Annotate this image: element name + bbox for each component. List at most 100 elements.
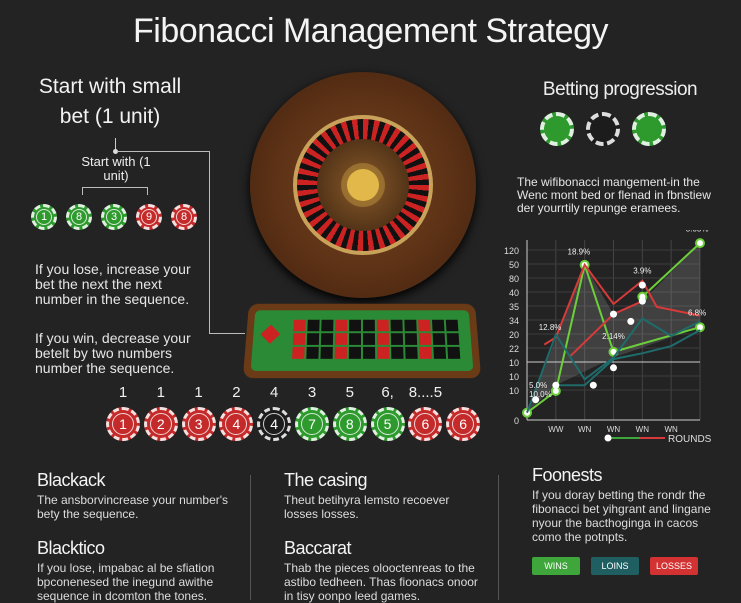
chip: 4: [257, 407, 292, 441]
chip-label: 9: [141, 209, 157, 225]
chip-label: 7: [300, 413, 323, 435]
table-cell: [362, 333, 376, 345]
connector-dot: [113, 149, 118, 154]
chip: 8: [332, 407, 367, 441]
table-cell: [321, 319, 334, 332]
connector-line: [115, 138, 116, 151]
x-tick-label: WN: [578, 425, 592, 434]
table-cell: [348, 346, 361, 359]
table-cell: [306, 333, 320, 345]
table-cell: [349, 319, 362, 332]
data-label: 6.8%: [688, 309, 706, 318]
data-marker: [610, 364, 617, 372]
sequence-number: 5: [345, 384, 354, 401]
y-tick-label: 10: [509, 372, 519, 382]
sequence-number: 1: [118, 384, 128, 401]
legend-marker: [604, 434, 612, 442]
y-tick-label: 80: [509, 274, 519, 284]
chip-label: 8: [176, 209, 192, 225]
data-marker: [638, 297, 646, 305]
data-marker: [610, 310, 617, 318]
divider: [498, 475, 499, 600]
table-cell: [376, 319, 389, 332]
roulette-table: [242, 303, 482, 379]
data-marker: [552, 381, 560, 389]
y-tick-label: 10: [509, 358, 519, 368]
section-title: The casing: [284, 470, 368, 490]
section-title: Blackack: [37, 470, 106, 490]
table-cell: [418, 333, 432, 345]
chip: 2: [143, 407, 178, 441]
progression-description: The wifibonacci mangement-in the Wenc mo…: [517, 175, 711, 215]
section-text: Theut betihyra lemsto recoever losses lo…: [284, 493, 450, 521]
table-cell: [306, 346, 319, 359]
table-cell: [334, 346, 347, 359]
series-line: [543, 262, 701, 346]
chip: 1: [106, 407, 140, 441]
x-tick-label: WN: [665, 425, 679, 434]
chip-label: 1: [36, 209, 52, 225]
sequence-number: 1: [156, 384, 165, 401]
chip-label: 1: [112, 413, 134, 435]
sequence-number: 4: [270, 384, 279, 401]
y-tick-label: 20: [509, 330, 519, 340]
progression-heading: Betting progression: [542, 79, 698, 100]
chip: 8: [66, 204, 92, 230]
chip: 1: [31, 204, 57, 230]
table-cell: [404, 333, 418, 345]
y-tick-label: 40: [509, 288, 519, 298]
data-label: 12.8%: [539, 323, 562, 332]
chip-icon: [540, 112, 574, 146]
sequence-number: 3: [307, 384, 317, 401]
section-text: Thab the pieces olooctenreas to the asti…: [284, 561, 478, 603]
sub-heading: Start with (1 unit): [81, 154, 151, 183]
wheel-hub: [347, 169, 379, 201]
divider: [250, 475, 251, 600]
y-tick-label: 0: [514, 416, 519, 426]
data-label: 5.05%: [686, 230, 709, 234]
table-cell: [405, 346, 418, 359]
lose-rule: If you lose, increase your bet the next …: [35, 261, 191, 307]
data-marker: [627, 317, 635, 325]
x-tick-label: WN: [636, 425, 650, 434]
chip: 4: [219, 407, 254, 441]
chip: 3: [101, 204, 127, 230]
chip-label: 4: [263, 413, 286, 435]
table-cell: [404, 319, 417, 332]
data-label: 10.0%: [529, 390, 552, 399]
chip-icon: [586, 112, 620, 146]
table-cell: [307, 319, 320, 332]
table-cell: [334, 333, 348, 345]
y-tick-label: 35: [509, 302, 519, 312]
y-tick-label: 50: [509, 260, 519, 270]
section-text: If you lose, impabac al be sfiation bpco…: [37, 561, 215, 603]
section-title: Baccarat: [284, 538, 352, 558]
section-title: Blacktico: [37, 538, 105, 558]
table-cell: [391, 346, 404, 359]
series-line: [641, 242, 701, 298]
data-marker: [532, 396, 540, 404]
sequence-number: 2: [232, 384, 241, 401]
shaded-area: [527, 243, 700, 413]
roulette-wheel: [250, 72, 476, 298]
y-tick-label: 120: [504, 246, 519, 256]
table-cell: [446, 333, 460, 345]
series-line: [526, 317, 701, 414]
table-cell: [362, 319, 375, 332]
table-cell: [418, 319, 431, 332]
chip-label: 6: [452, 413, 475, 435]
chip-label: 3: [106, 209, 122, 225]
section-text: The ansborvincrease your number's bety t…: [37, 493, 229, 521]
chip-label: 3: [187, 413, 210, 435]
table-cell: [292, 333, 306, 345]
x-tick-label: WW: [548, 425, 564, 434]
table-cell: [348, 333, 362, 345]
number-grid: [292, 319, 461, 359]
section-text: If you doray betting the rondr the fibon…: [532, 488, 711, 544]
table-cell: [320, 333, 334, 345]
table-cell: [419, 346, 432, 359]
